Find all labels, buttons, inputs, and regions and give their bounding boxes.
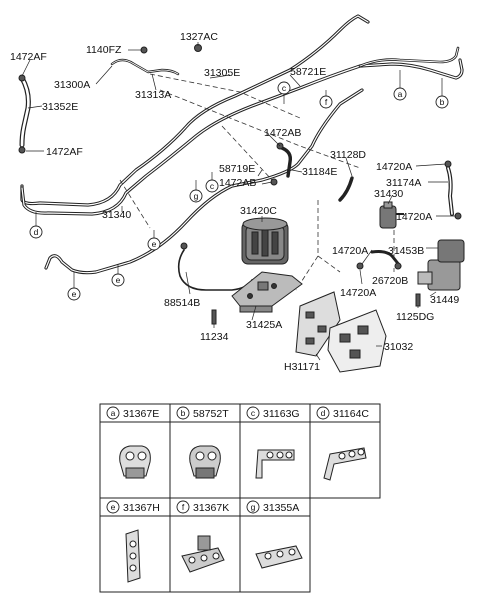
legend-part-31163G: 31163G — [263, 408, 300, 420]
callout-c-top: c — [277, 81, 291, 104]
tube-31128D — [338, 176, 354, 202]
label-31032: 31032 — [384, 341, 413, 353]
legend-part-58752T: 58752T — [193, 408, 229, 420]
label-14720A-1: 14720A — [376, 161, 412, 173]
svg-text:b: b — [440, 97, 445, 107]
callout-f: f — [319, 90, 333, 109]
legend-cell-a: a 31367E — [106, 406, 159, 420]
label-1125DG: 1125DG — [396, 311, 434, 323]
legend-part-31367K: 31367K — [193, 502, 229, 514]
bolt-1472AF — [18, 74, 26, 82]
label-31305E: 31305E — [204, 67, 240, 79]
label-31128D: 31128D — [330, 149, 366, 161]
clip-58752T-illustration — [189, 445, 221, 479]
label-31184E: 31184E — [302, 166, 337, 178]
svg-text:c: c — [282, 83, 287, 93]
label-31453B: 31453B — [388, 245, 424, 257]
label-31430: 31430 — [374, 188, 403, 200]
callout-e-2: e — [111, 264, 125, 287]
callout-b: b — [435, 78, 449, 109]
svg-text:e: e — [111, 502, 116, 512]
svg-text:d: d — [321, 408, 326, 418]
label-31313A: 31313A — [135, 89, 171, 101]
legend-cell-b: b 58752T — [176, 406, 229, 420]
bolt-1125DG — [415, 293, 421, 307]
label-88514B: 88514B — [164, 297, 200, 309]
svg-text:f: f — [182, 502, 185, 512]
harness-88514B — [177, 249, 253, 291]
svg-text:g: g — [194, 191, 199, 201]
bolt-11234 — [211, 309, 217, 325]
svg-text:a: a — [111, 408, 116, 418]
callout-c-low: c — [205, 172, 219, 193]
label-14720A-4: 14720A — [340, 287, 376, 299]
legend-table — [99, 403, 381, 593]
clip-31355A-illustration — [255, 545, 303, 569]
clip-31367E-illustration — [119, 445, 151, 479]
legend-part-31164C: 31164C — [333, 408, 369, 420]
label-14720A-3: 14720A — [332, 245, 368, 257]
label-26720B: 26720B — [372, 275, 408, 287]
label-31449: 31449 — [430, 294, 459, 306]
label-1472AF-mid: 1472AF — [46, 146, 83, 158]
svg-text:e: e — [152, 239, 157, 249]
valve-31430 — [379, 201, 404, 229]
label-1140FZ: 1140FZ — [86, 44, 122, 56]
label-11234: 11234 — [200, 331, 229, 343]
callout-e-3: e — [67, 272, 81, 301]
legend-part-31355A: 31355A — [263, 502, 299, 514]
clip-31164C-illustration — [323, 447, 367, 481]
svg-text:c: c — [210, 181, 215, 191]
legend-cell-g: g 31355A — [246, 500, 299, 514]
label-31340: 31340 — [102, 209, 131, 221]
legend-cell-f: f 31367K — [176, 500, 229, 514]
svg-text:d: d — [34, 227, 39, 237]
label-31174A: 31174A — [386, 177, 421, 189]
fuel-line-31340 — [44, 88, 364, 275]
label-14720A-2: 14720A — [396, 211, 432, 223]
label-31420C: 31420C — [240, 205, 277, 217]
svg-text:b: b — [181, 408, 186, 418]
svg-text:e: e — [72, 289, 77, 299]
bracket-31425A — [231, 271, 303, 313]
label-1472AB-low: 1472AB — [219, 177, 256, 189]
legend-cell-c: c 31163G — [246, 406, 300, 420]
legend-part-31367E: 31367E — [123, 408, 159, 420]
protector-31032 — [327, 309, 387, 373]
reference-lines — [119, 73, 395, 291]
hose-31184E — [280, 146, 293, 178]
protector-H31171 — [295, 291, 341, 357]
svg-text:e: e — [116, 275, 121, 285]
canister-31420C — [241, 217, 289, 265]
legend-cell-d: d 31164C — [316, 406, 369, 420]
connector-88514B — [180, 242, 188, 250]
label-1472AB-mid: 1472AB — [264, 127, 301, 139]
clip-31163G-illustration — [255, 449, 295, 479]
svg-text:f: f — [325, 97, 328, 107]
callout-e-1: e — [147, 230, 161, 251]
clip-31367H-illustration — [125, 529, 141, 583]
callout-d: d — [29, 212, 43, 239]
svg-text:c: c — [251, 408, 256, 418]
clip-31367K-illustration — [181, 535, 225, 573]
svg-text:a: a — [398, 89, 403, 99]
legend-part-31367H: 31367H — [123, 502, 160, 514]
label-58721E: 58721E — [290, 66, 326, 78]
assembly-31449 — [417, 239, 465, 291]
label-31425A: 31425A — [246, 319, 282, 331]
svg-text:g: g — [251, 502, 256, 512]
leader-lines — [21, 42, 456, 361]
label-31352E: 31352E — [42, 101, 78, 113]
label-H31171: H31171 — [284, 361, 320, 373]
label-1327AC: 1327AC — [180, 31, 218, 43]
label-1472AF-top: 1472AF — [10, 51, 47, 63]
legend-cell-e: e 31367H — [106, 500, 160, 514]
callout-a: a — [393, 70, 407, 101]
label-31300A: 31300A — [54, 79, 90, 91]
callout-g: g — [189, 180, 203, 203]
label-58719E: 58719E — [219, 163, 255, 175]
